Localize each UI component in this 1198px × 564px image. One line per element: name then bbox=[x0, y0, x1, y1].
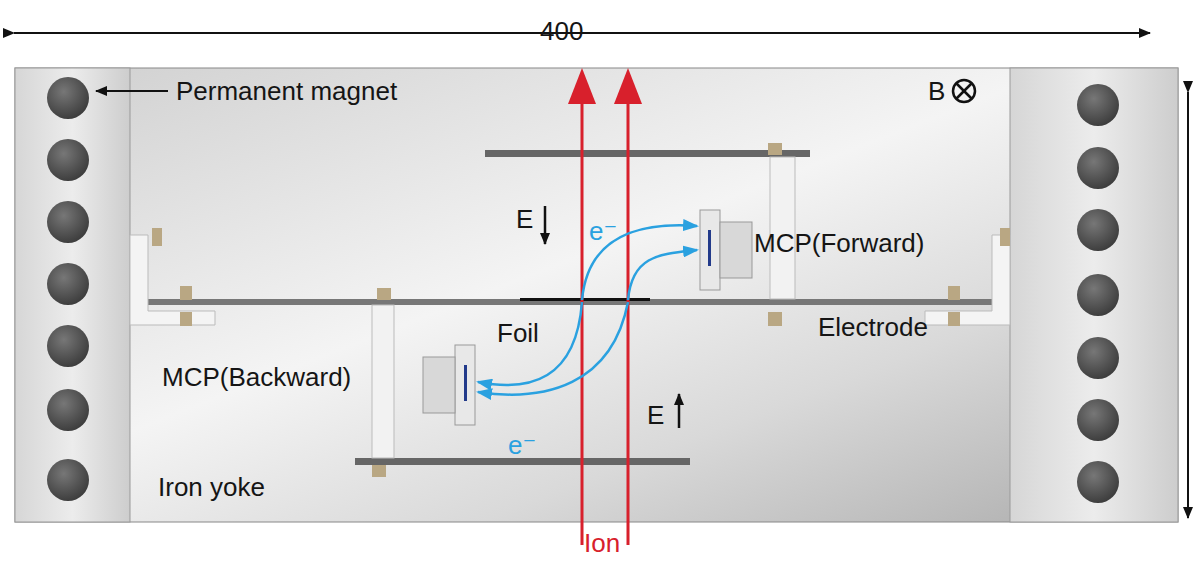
field-arrow bbox=[544, 206, 547, 244]
bracket bbox=[130, 235, 215, 325]
magnet-column bbox=[1010, 68, 1178, 522]
electron-trajectory bbox=[478, 225, 697, 394]
ion-beam bbox=[568, 68, 642, 545]
part-name: Permanent magnet bbox=[176, 76, 397, 106]
dimension-line bbox=[1187, 92, 1189, 518]
particle-symbol: e⁻ bbox=[508, 430, 536, 460]
part-name: Foil bbox=[497, 318, 539, 348]
field-symbol: E bbox=[516, 204, 533, 234]
electrode-plate bbox=[130, 299, 1010, 305]
beam-name: Ion bbox=[584, 528, 620, 558]
mcp-detector bbox=[700, 210, 752, 290]
bracket bbox=[925, 235, 1010, 325]
support-post bbox=[372, 305, 394, 458]
mcp-detector bbox=[423, 345, 475, 425]
part-name: Iron yoke bbox=[158, 472, 265, 502]
field-arrow bbox=[678, 394, 681, 428]
field-into-page-symbol bbox=[953, 80, 975, 102]
particle-symbol: e⁻ bbox=[589, 216, 617, 246]
dimension-value: 400 bbox=[540, 16, 583, 46]
magnet-column bbox=[15, 68, 130, 522]
leader-line bbox=[96, 90, 168, 92]
iron-yoke bbox=[15, 68, 1178, 522]
part-name: Electrode bbox=[818, 312, 928, 342]
field-symbol: E bbox=[647, 400, 664, 430]
foil bbox=[520, 298, 650, 301]
electrode-plate bbox=[485, 150, 810, 157]
part-name: MCP(Forward) bbox=[754, 228, 924, 258]
field-symbol: B bbox=[928, 76, 945, 106]
part-name: MCP(Backward) bbox=[162, 362, 351, 392]
